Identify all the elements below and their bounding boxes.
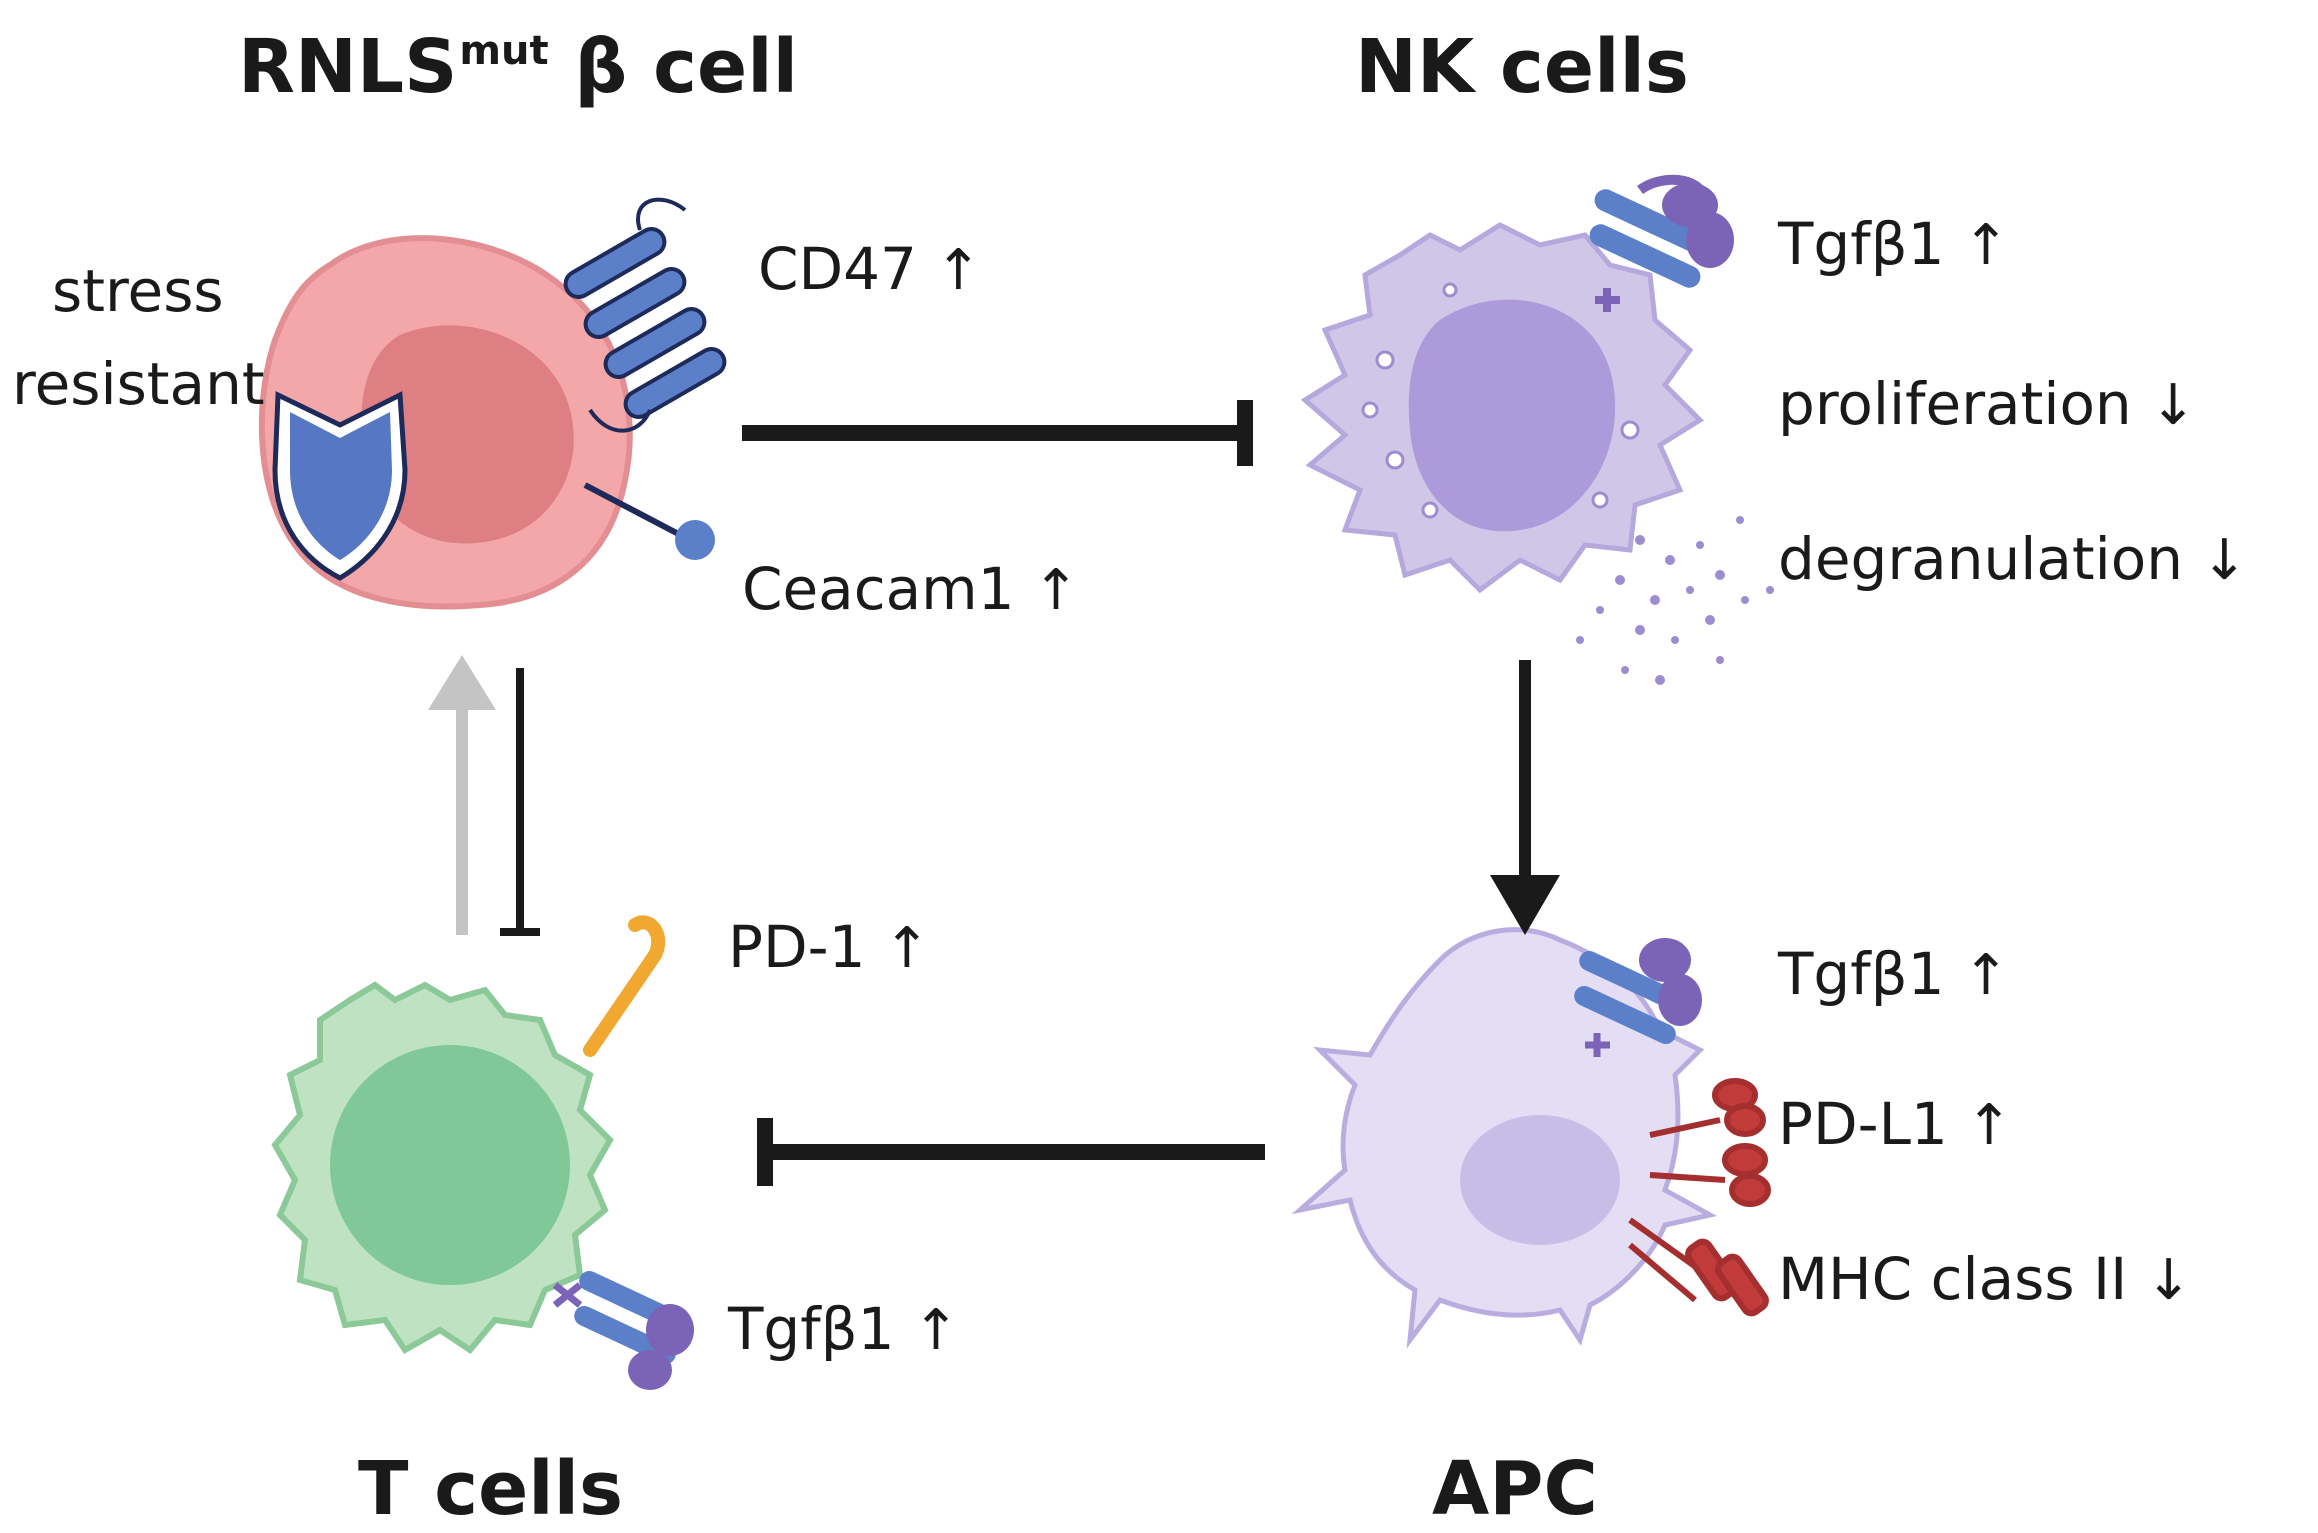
proliferation-text: proliferation: [1778, 370, 2132, 438]
nk-tgfb1-label: Tgfβ1↑: [1778, 215, 2010, 274]
ceacam1-icon: [675, 520, 715, 560]
down-arrow-icon: ↓: [2145, 1248, 2193, 1313]
down-arrow-icon: ↓: [2149, 373, 2197, 438]
beta-cell-title: RNLSmut β cell: [238, 30, 798, 104]
apc-cell: [1291, 927, 1771, 1349]
degranulation-label: degranulation↓: [1778, 530, 2248, 589]
up-arrow-icon: ↑: [1962, 943, 2010, 1008]
nk-tgfb1-text: Tgfβ1: [1778, 210, 1945, 278]
up-arrow-icon: ↑: [912, 1298, 960, 1363]
up-arrow-icon: ↑: [1032, 558, 1080, 623]
grey-arrow-t-to-beta: [428, 655, 496, 935]
beta-cell-nucleus: [361, 325, 574, 544]
cd47-text: CD47: [758, 235, 917, 303]
activate-nk-to-apc: [1490, 660, 1560, 935]
inhibit-apc-to-t: [757, 1118, 1265, 1186]
nk-degranulation-dots: [1576, 516, 1774, 685]
t-cell-nucleus: [330, 1045, 570, 1285]
proliferation-label: proliferation↓: [1778, 375, 2197, 434]
nk-granules: [1361, 282, 1640, 519]
t-tgfb1-label: Tgfβ1↑: [728, 1300, 960, 1359]
t-cell: [271, 915, 694, 1390]
mhc-class-ii-icon: [1628, 1217, 1769, 1317]
beta-cell-title-tail: β cell: [574, 24, 798, 110]
cd47-receptor-icon: [563, 197, 727, 433]
t-tgfb1-text: Tgfβ1: [728, 1295, 895, 1363]
up-arrow-icon: ↑: [934, 238, 982, 303]
ceacam1-label: Ceacam1↑: [742, 560, 1079, 619]
nk-cell: [1300, 174, 1774, 685]
down-arrow-icon: ↓: [2200, 528, 2248, 593]
apc-tgfb1-label: Tgfβ1↑: [1778, 945, 2010, 1004]
nk-tgfb1-receptor-icon: [1589, 174, 1734, 312]
beta-cell-title-sup: mut: [459, 28, 549, 74]
nk-cells-title: NK cells: [1355, 24, 1689, 110]
mhc-class-ii-text: MHC class II: [1778, 1245, 2128, 1313]
inhibit-beta-to-nk: [742, 400, 1253, 466]
ceacam1-text: Ceacam1: [742, 555, 1015, 623]
pdl1-ligand-icon: [1649, 1078, 1771, 1207]
up-arrow-icon: ↑: [1965, 1093, 2013, 1158]
pd1-receptor-icon: [583, 915, 666, 1057]
pdl1-label: PD-L1↑: [1778, 1095, 2013, 1154]
mhc-class-ii-label: MHC class II↓: [1778, 1250, 2192, 1309]
ceacam1-stalk: [583, 482, 692, 543]
pd1-label: PD-1↑: [728, 918, 930, 977]
t-cells-title: T cells: [358, 1446, 624, 1532]
apc-cell-nucleus: [1460, 1115, 1620, 1245]
inhibit-beta-to-t: [500, 668, 540, 936]
apc-tgfb1-text: Tgfβ1: [1778, 940, 1945, 1008]
pdl1-text: PD-L1: [1778, 1090, 1948, 1158]
beta-cell: [258, 197, 727, 610]
nk-cell-nucleus: [1408, 299, 1616, 532]
pd1-text: PD-1: [728, 913, 866, 981]
apc-tgfb1-receptor-icon: [1574, 938, 1702, 1057]
cd47-label: CD47↑: [758, 240, 982, 299]
degranulation-text: degranulation: [1778, 525, 2183, 593]
up-arrow-icon: ↑: [1962, 213, 2010, 278]
stress-label-line2: resistant: [12, 350, 265, 418]
stress-label-line1: stress: [52, 257, 224, 325]
t-tgfb1-receptor-icon: [552, 1270, 694, 1390]
beta-cell-title-main: RNLS: [238, 24, 458, 110]
apc-title: APC: [1432, 1446, 1598, 1532]
up-arrow-icon: ↑: [883, 916, 931, 981]
